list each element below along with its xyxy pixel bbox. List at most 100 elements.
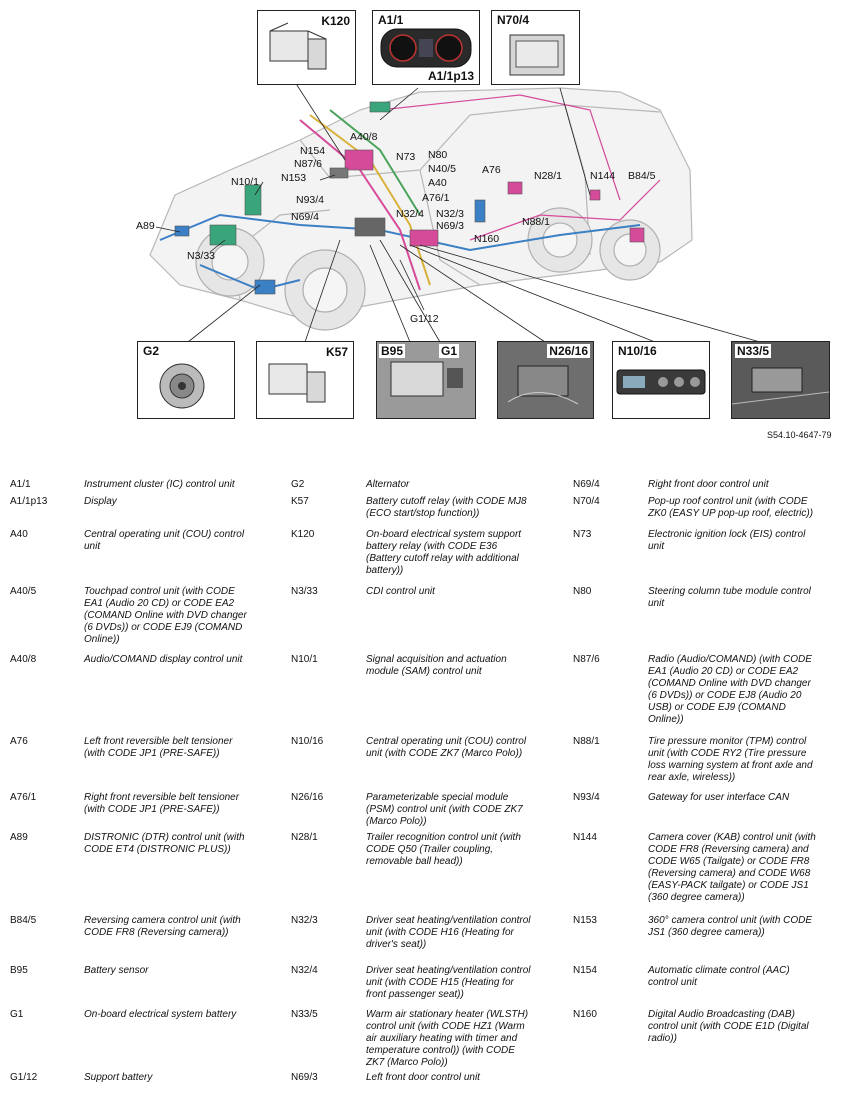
legend-code: G1/12 — [10, 1072, 38, 1083]
callout-n87-6: N87/6 — [294, 158, 323, 170]
legend-code: N69/4 — [573, 479, 600, 490]
callout-b84-5: B84/5 — [628, 170, 656, 182]
legend-code: A40 — [10, 529, 28, 540]
legend-description: 360° camera control unit (with CODE JS1 … — [648, 915, 813, 938]
legend-description: Audio/COMAND display control unit — [84, 654, 243, 665]
control-panel-icon — [616, 369, 706, 395]
legend-code: K120 — [291, 529, 315, 540]
legend-code: N87/6 — [573, 654, 600, 665]
inset-label: G2 — [141, 344, 162, 358]
legend-code: N80 — [573, 586, 592, 597]
inset-label: N33/5 — [735, 344, 772, 358]
inset-sublabel: A1/1p13 — [425, 69, 476, 83]
callout-n10-1: N10/1 — [231, 176, 260, 188]
callout-n80: N80 — [428, 149, 448, 161]
legend-code: N73 — [573, 529, 592, 540]
inset-label: K57 — [323, 345, 350, 359]
legend-description: Tire pressure monitor (TPM) control unit… — [648, 736, 813, 783]
inset-n70-4: N70/4 — [491, 10, 580, 85]
callout-a40-8: A40/8 — [350, 131, 378, 143]
legend-code: N144 — [573, 832, 597, 843]
legend-code: G2 — [291, 479, 305, 490]
inset-label: K120 — [319, 14, 352, 28]
legend-description: Warm air stationary heater (WLSTH) contr… — [366, 1009, 529, 1068]
inset-b95-g1: B95 G1 — [376, 341, 476, 419]
callout-a40: A40 — [428, 177, 447, 189]
legend-code: G1 — [10, 1009, 24, 1020]
vehicle-illustration — [149, 81, 761, 343]
legend-code: N154 — [573, 965, 597, 976]
legend-description: On-board electrical system support batte… — [366, 529, 522, 576]
legend-code: B95 — [10, 965, 28, 976]
legend-description: Trailer recognition control unit (with C… — [366, 832, 521, 867]
inset-n26-16: N26/16 — [497, 341, 594, 419]
legend-code: N69/3 — [291, 1072, 318, 1083]
legend-description: Pop-up roof control unit (with CODE ZK0 … — [648, 496, 814, 519]
legend-description: Parameterizable special module (PSM) con… — [366, 792, 523, 827]
legend-code: A40/8 — [10, 654, 37, 665]
legend-description: CDI control unit — [366, 586, 435, 597]
legend-code: K57 — [291, 496, 309, 507]
legend-description: Electronic ignition lock (EIS) control u… — [648, 529, 806, 552]
legend-description: Driver seat heating/ventilation control … — [366, 915, 531, 950]
callout-n154: N154 — [300, 145, 326, 157]
legend-description: Automatic climate control (AAC) control … — [648, 965, 790, 988]
callout-n160: N160 — [474, 233, 500, 245]
legend-code: N10/1 — [291, 654, 318, 665]
callout-n3-33: N3/33 — [187, 250, 216, 262]
callout-a76-1: A76/1 — [422, 192, 450, 204]
callout-n32-4: N32/4 — [396, 208, 425, 220]
legend-description: Central operating unit (COU) control uni… — [366, 736, 527, 759]
legend-code: A1/1 — [10, 479, 31, 490]
legend-code: N28/1 — [291, 832, 318, 843]
legend-description: Steering column tube module control unit — [648, 586, 811, 609]
legend-code: A1/1p13 — [10, 496, 48, 507]
inset-label: N26/16 — [547, 344, 590, 358]
legend-description: Touchpad control unit (with CODE EA1 (Au… — [84, 586, 247, 645]
legend-description: Radio (Audio/COMAND) (with CODE EA1 (Aud… — [648, 654, 812, 725]
legend-description: Right front door control unit — [648, 479, 769, 490]
callout-n144: N144 — [590, 170, 616, 182]
legend-code: N153 — [573, 915, 597, 926]
inset-label: B95 — [379, 344, 406, 358]
legend-code: A40/5 — [10, 586, 37, 597]
legend-description: Alternator — [366, 479, 410, 490]
control-unit-icon — [509, 34, 565, 76]
component-location-diagram: K120 A1/1 A1/1p13 N70/4 G2 K57 — [0, 0, 843, 440]
legend-code: N70/4 — [573, 496, 600, 507]
legend-code: N160 — [573, 1009, 597, 1020]
inset-k120: K120 — [257, 10, 356, 85]
inset-label-secondary: G1 — [438, 344, 459, 358]
legend-description: Instrument cluster (IC) control unit — [84, 479, 235, 490]
inset-label: A1/1 — [376, 13, 406, 27]
inset-a1-1: A1/1 A1/1p13 — [372, 10, 480, 85]
inset-label: N10/16 — [616, 344, 659, 358]
callout-n73: N73 — [396, 151, 416, 163]
relay-icon — [269, 22, 327, 70]
legend-description: On-board electrical system battery — [84, 1009, 237, 1020]
inset-g2: G2 — [137, 341, 235, 419]
callout-n40-5: N40/5 — [428, 163, 457, 175]
figure-reference: S54.10-4647-79 — [767, 430, 832, 440]
callout-n88-1: N88/1 — [522, 216, 551, 228]
callout-n32-3: N32/3 — [436, 208, 465, 220]
legend-code: N10/16 — [291, 736, 324, 747]
legend-description: Reversing camera control unit (with CODE… — [84, 915, 241, 938]
legend-code: N33/5 — [291, 1009, 318, 1020]
callout-g1-12: G1/12 — [410, 313, 439, 325]
inset-k57: K57 — [256, 341, 354, 419]
legend-description: Battery sensor — [84, 965, 149, 976]
legend-description: Camera cover (KAB) control unit (with CO… — [648, 832, 816, 903]
callout-n69-4: N69/4 — [291, 211, 320, 223]
legend-code: A76/1 — [10, 792, 37, 803]
legend-code: N93/4 — [573, 792, 600, 803]
legend-code: N32/4 — [291, 965, 318, 976]
callout-n69-3: N69/3 — [436, 220, 465, 232]
legend-description: Left front door control unit — [366, 1072, 480, 1083]
callout-n28-1: N28/1 — [534, 170, 563, 182]
legend-description: Left front reversible belt tensioner (wi… — [84, 736, 233, 759]
callout-a89: A89 — [136, 220, 155, 232]
legend-description: Gateway for user interface CAN — [648, 792, 790, 803]
legend-code: N26/16 — [291, 792, 324, 803]
legend-description: Display — [84, 496, 117, 507]
